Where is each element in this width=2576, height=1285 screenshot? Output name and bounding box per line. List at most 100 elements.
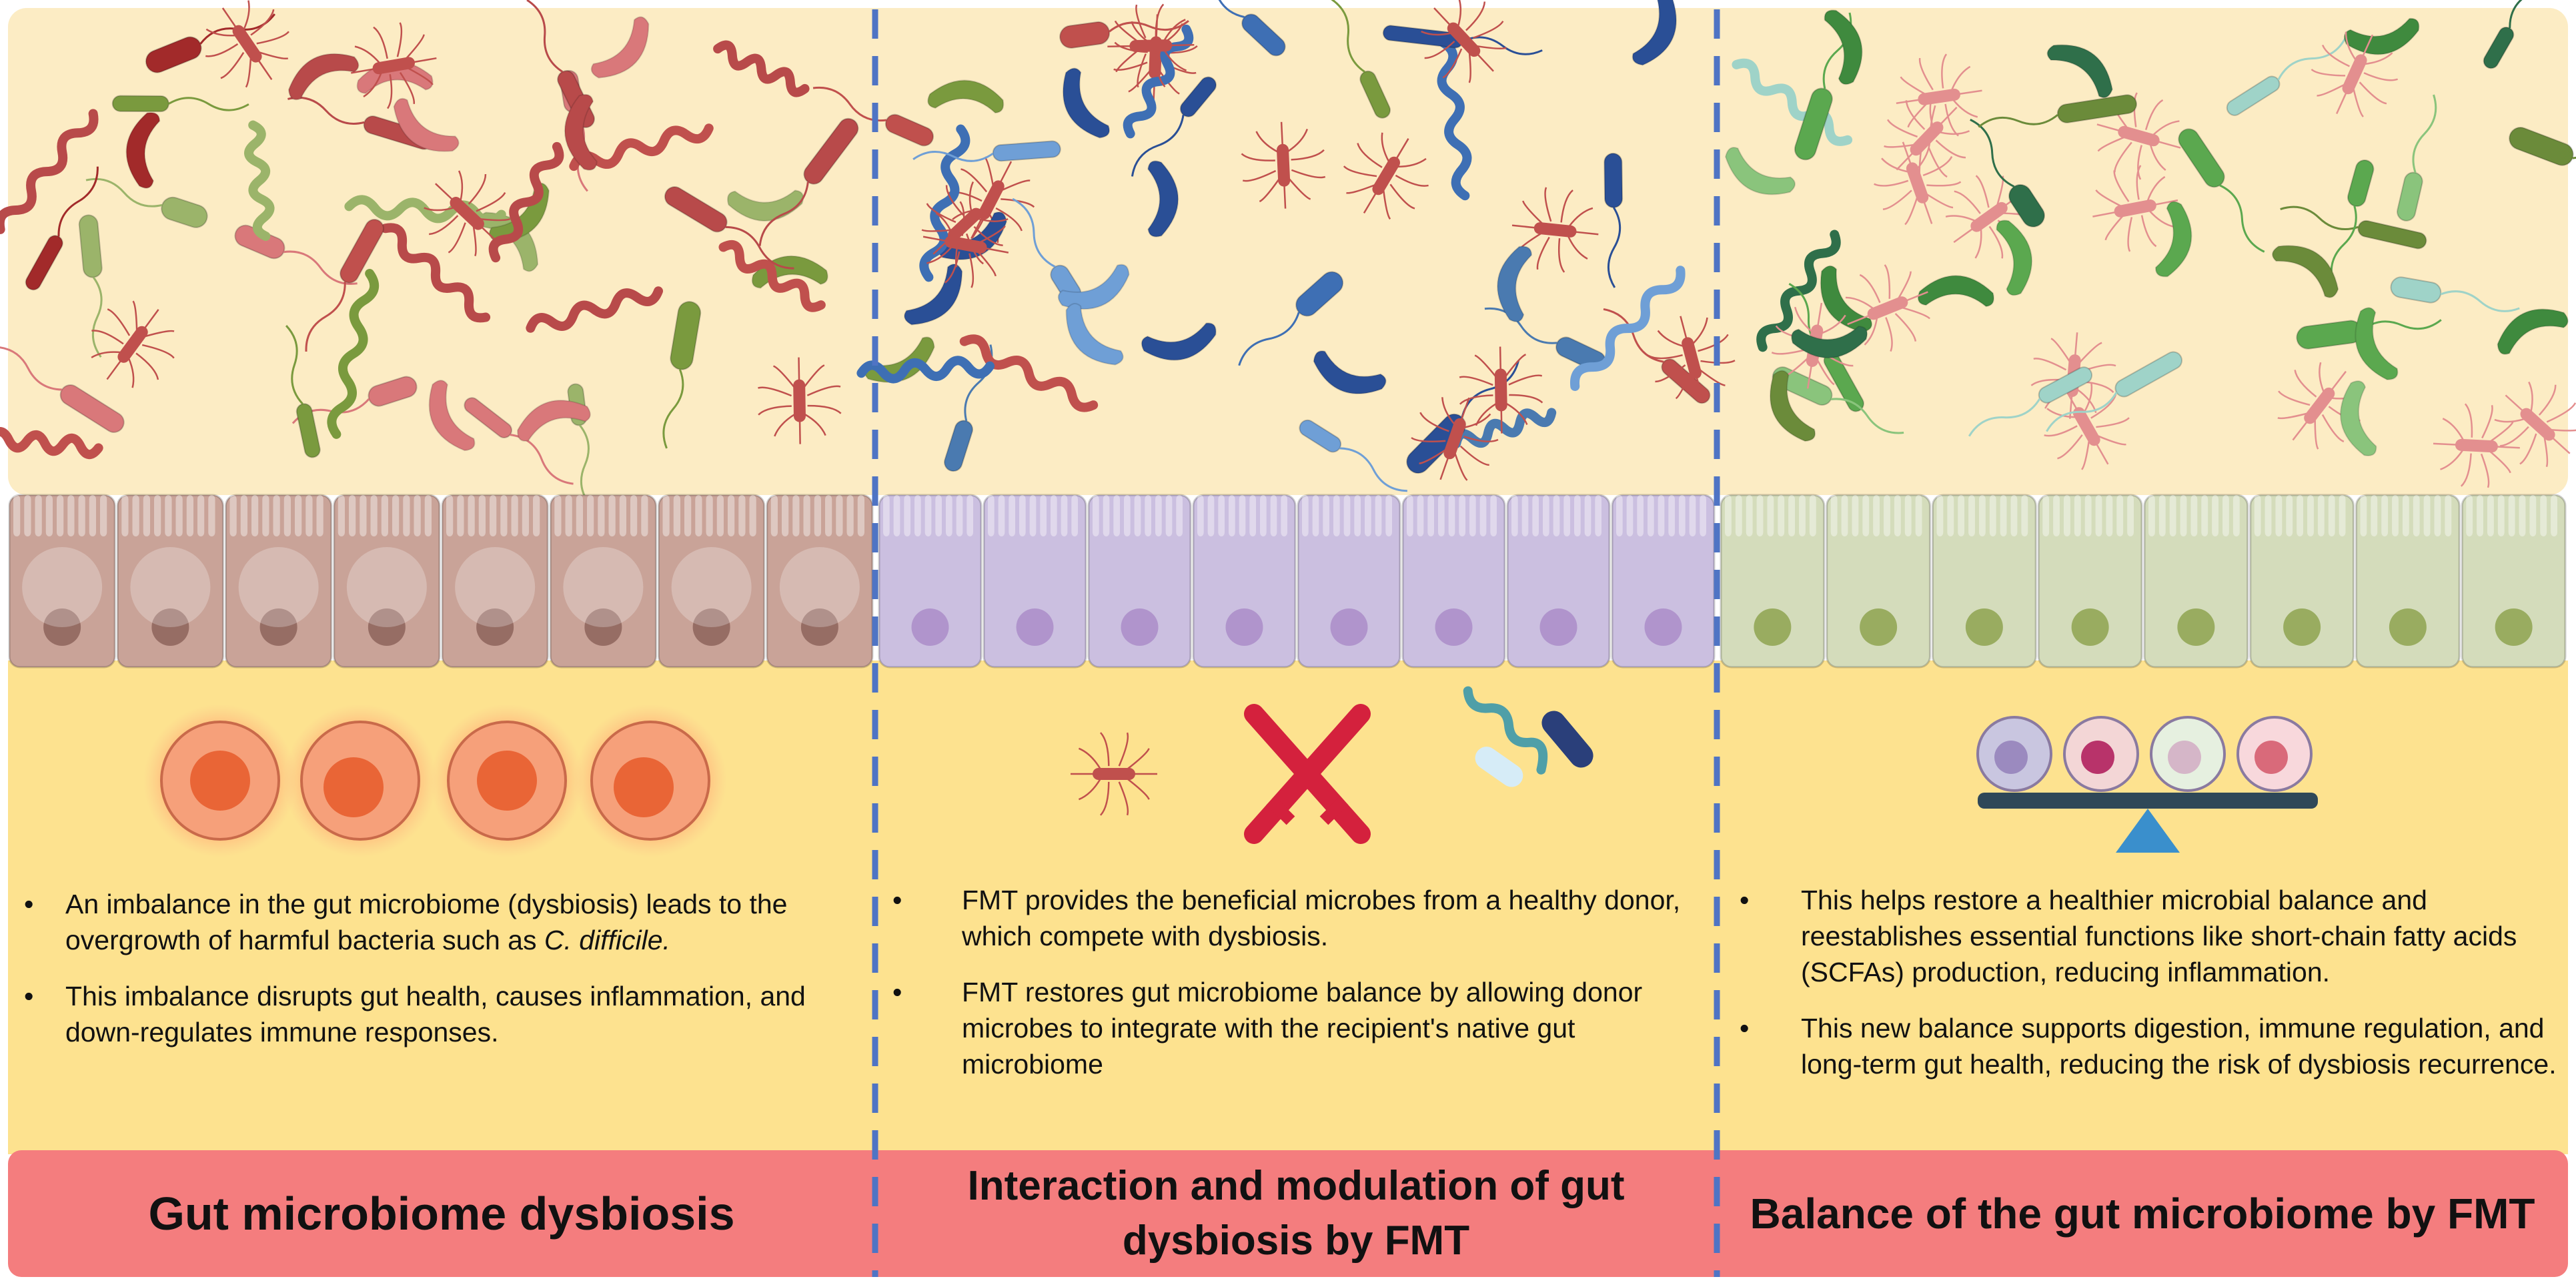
curved-bacteria-icon — [1769, 370, 1816, 442]
bullet-item: •FMT provides the beneficial microbes fr… — [892, 885, 1681, 951]
inflammation-blot — [779, 547, 860, 627]
epithelial-cell — [1401, 494, 1506, 669]
epithelial-cell — [1826, 494, 1931, 669]
panel-title-balance: Balance of the gut microbiome by FMT — [1750, 1190, 2535, 1238]
cell-nucleus — [1965, 608, 2003, 646]
spiral-bacteria-icon — [718, 240, 826, 312]
cell-nucleus — [1644, 608, 1682, 646]
spiral-bacteria-icon — [713, 40, 810, 97]
cell-nucleus — [1016, 608, 1054, 646]
rod-bacteria-icon — [1238, 271, 1344, 366]
curved-bacteria-icon — [1497, 246, 1533, 323]
rod-bacteria-icon — [1331, 0, 1391, 119]
bullet-item: •An imbalance in the gut microbiome (dys… — [24, 889, 788, 955]
flagellated-bacteria-icon — [2311, 31, 2399, 117]
curved-bacteria-icon — [1791, 326, 1868, 359]
curved-bacteria-icon — [1632, 0, 1678, 66]
flagellated-bacteria-icon — [1459, 346, 1543, 434]
spiral-bacteria-icon — [1732, 58, 1853, 146]
rod-bacteria-icon — [662, 301, 702, 449]
epithelial-cell — [983, 494, 1087, 669]
epithelial-cell — [1192, 494, 1297, 669]
spiral-bacteria-icon — [344, 195, 506, 226]
flagellated-bacteria-icon — [921, 181, 1009, 268]
cell-nucleus — [1754, 608, 1792, 646]
cell-nucleus — [2177, 608, 2215, 646]
epithelial-cell — [333, 494, 441, 669]
panel-dysbiosis-text: •An imbalance in the gut microbiome (dys… — [24, 886, 858, 1070]
epithelial-cell — [441, 494, 549, 669]
epithelial-cell — [8, 494, 116, 669]
curved-bacteria-icon — [1057, 264, 1130, 310]
cell-nucleus — [151, 608, 189, 646]
rod-bacteria-icon — [758, 117, 859, 246]
spiral-bacteria-icon — [1437, 38, 1472, 201]
flagellated-bacteria-icon — [758, 357, 842, 444]
rod-bacteria-icon — [1970, 119, 2046, 228]
panel-modulation-text: •FMT provides the beneficial microbes fr… — [892, 882, 1710, 1102]
flagellated-bacteria-icon — [91, 300, 175, 388]
epithelial-cell — [2143, 494, 2249, 669]
curved-bacteria-icon — [2154, 201, 2192, 278]
rod-bacteria-icon — [1059, 19, 1189, 49]
cell-nucleus — [2071, 608, 2109, 646]
curved-bacteria-icon — [2497, 308, 2569, 355]
panel-balance-text: •This helps restore a healthier microbia… — [1740, 882, 2561, 1102]
rod-bacteria-icon — [2509, 127, 2576, 189]
rod-bacteria-icon — [1185, 0, 1286, 57]
rod-bacteria-icon — [285, 325, 321, 458]
flagellated-bacteria-icon — [1241, 121, 1326, 209]
cell-nucleus — [2283, 608, 2321, 646]
spiral-bacteria-icon — [244, 120, 275, 242]
inflamed-immune-cell-icon — [283, 704, 437, 857]
scale-fulcrum — [2116, 809, 2180, 853]
curved-bacteria-icon — [2355, 307, 2399, 381]
title-bar — [8, 1150, 2568, 1277]
epithelial-cell — [225, 494, 333, 669]
spiral-bacteria-icon — [856, 356, 995, 384]
flagellated-bacteria-icon — [1511, 187, 1599, 273]
cell-nucleus — [2389, 608, 2427, 646]
cell-nucleus — [476, 608, 514, 646]
epithelial-cell — [116, 494, 224, 669]
rod-bacteria-icon — [1603, 152, 1624, 288]
inflammation-blot — [22, 547, 103, 627]
cell-nucleus — [2495, 608, 2533, 646]
flagellated-bacteria-icon — [922, 201, 1009, 288]
spiral-bacteria-icon — [0, 109, 99, 234]
curved-bacteria-icon — [1065, 303, 1124, 366]
bullet-item: •FMT restores gut microbiome balance by … — [892, 977, 1643, 1080]
spiral-bacteria-icon — [488, 141, 564, 263]
curved-bacteria-icon — [1824, 9, 1863, 85]
spiral-bacteria-icon — [1123, 24, 1194, 139]
curved-bacteria-icon — [125, 111, 161, 189]
rod-bacteria-icon — [85, 177, 208, 228]
flagellated-bacteria-icon — [1874, 141, 1962, 226]
flagellated-bacteria-icon — [1896, 53, 1982, 140]
cell-nucleus — [1860, 608, 1898, 646]
spiral-bacteria-icon — [380, 223, 491, 323]
spiral-bacteria-icon — [327, 268, 380, 439]
curved-bacteria-icon — [564, 93, 598, 171]
cell-nucleus — [1225, 608, 1263, 646]
flagellated-bacteria-icon — [2044, 383, 2130, 470]
flagellated-bacteria-icon — [1343, 132, 1429, 220]
curved-bacteria-icon — [1917, 275, 1995, 308]
balance-scale-icon — [1976, 716, 2318, 853]
flagellated-bacteria-icon — [1845, 264, 1931, 352]
rod-bacteria-icon — [2178, 128, 2265, 253]
inflammation-blot — [455, 547, 536, 627]
curved-bacteria-icon — [927, 79, 1005, 114]
panel-title-dysbiosis: Gut microbiome dysbiosis — [148, 1188, 735, 1240]
curved-bacteria-icon — [517, 400, 591, 442]
rod-bacteria-icon — [111, 95, 249, 113]
curved-bacteria-icon — [393, 97, 460, 152]
curved-bacteria-icon — [1147, 160, 1179, 238]
spiral-bacteria-icon — [1570, 266, 1686, 392]
flagellated-bacteria-icon — [351, 22, 437, 109]
epithelial-cell — [2461, 494, 2567, 669]
epithelial-cell — [658, 494, 766, 669]
cell-nucleus — [800, 608, 838, 646]
epithelial-cell — [2037, 494, 2143, 669]
inflammation-blot — [346, 547, 427, 627]
